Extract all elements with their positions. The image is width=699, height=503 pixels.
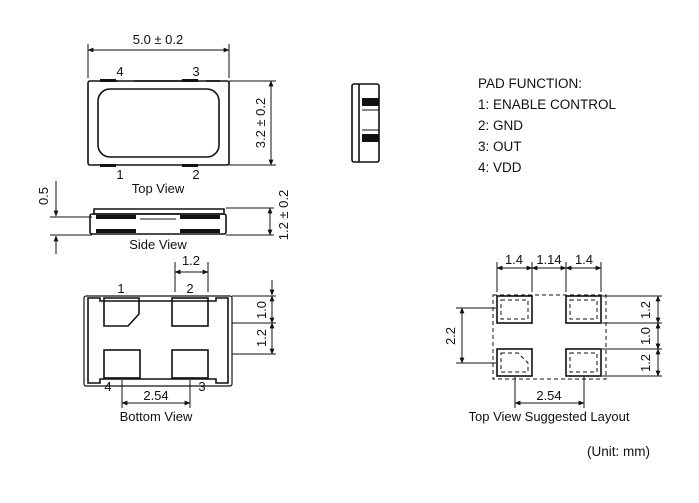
end-view bbox=[351, 83, 380, 163]
pad-function-item-1: 1: ENABLE CONTROL bbox=[478, 97, 617, 112]
bottom-pad-height2-dim: 1.2 bbox=[254, 329, 269, 347]
top-pin-1: 1 bbox=[116, 167, 123, 182]
bottom-pad-3 bbox=[171, 349, 209, 379]
top-height-dim: 3.2 ± 0.2 bbox=[253, 98, 268, 149]
top-pin-3: 3 bbox=[192, 64, 199, 79]
bottom-body-edge bbox=[83, 295, 233, 387]
bottom-pin-2: 2 bbox=[186, 281, 193, 296]
bottom-view-caption: Bottom View bbox=[120, 409, 193, 424]
bottom-view: 1.2 1 2 4 3 1.0 1.2 2.54 Bottom View bbox=[83, 253, 276, 424]
top-body-outline bbox=[87, 80, 230, 166]
pad-function-item-3: 3: OUT bbox=[478, 139, 522, 154]
unit-note: (Unit: mm) bbox=[587, 444, 650, 459]
bottom-pad-1 bbox=[103, 297, 140, 327]
pad-function-item-4: 4: VDD bbox=[478, 160, 522, 175]
layout-pad-1 bbox=[496, 348, 533, 377]
bottom-pad-height-dim: 1.0 bbox=[254, 301, 269, 319]
bottom-body-outline bbox=[87, 297, 229, 384]
layout-dim-3: 1.4 bbox=[575, 252, 593, 267]
layout-dim-right-2: 1.0 bbox=[638, 327, 653, 345]
side-view: 0.5 1.2 ± 0.2 Side View bbox=[36, 181, 291, 254]
layout-dim-right-3: 1.2 bbox=[638, 354, 653, 372]
bottom-pad-width-dim: 1.2 bbox=[182, 253, 200, 268]
end-pad-bottom bbox=[362, 134, 379, 142]
top-view-caption: Top View bbox=[132, 181, 185, 196]
pad-function-title: PAD FUNCTION: bbox=[478, 76, 582, 91]
layout-pad-4 bbox=[496, 295, 533, 324]
end-pad-top bbox=[362, 98, 379, 106]
bottom-pitch-dim: 2.54 bbox=[143, 388, 168, 403]
side-body bbox=[89, 213, 227, 235]
pad-function-item-2: 2: GND bbox=[478, 118, 523, 133]
side-height-dim: 1.2 ± 0.2 bbox=[276, 190, 291, 241]
layout-caption: Top View Suggested Layout bbox=[469, 409, 630, 424]
side-gap-dim: 0.5 bbox=[36, 187, 51, 205]
bottom-pin-3: 3 bbox=[198, 379, 205, 394]
layout-dim-2: 1.14 bbox=[536, 252, 561, 267]
pad-function-list: PAD FUNCTION: 1: ENABLE CONTROL 2: GND 3… bbox=[478, 76, 617, 175]
layout-dim-left: 2.2 bbox=[443, 327, 458, 345]
layout-pad-2 bbox=[565, 348, 602, 377]
bottom-pad-4 bbox=[103, 349, 141, 379]
top-width-dim: 5.0 ± 0.2 bbox=[133, 32, 184, 47]
top-pin-2: 2 bbox=[192, 167, 199, 182]
layout-pad-3 bbox=[565, 295, 602, 324]
end-body bbox=[351, 83, 380, 163]
layout-dim-right-1: 1.2 bbox=[638, 301, 653, 319]
top-lid bbox=[97, 88, 220, 158]
layout-dim-1: 1.4 bbox=[505, 252, 523, 267]
bottom-pad-2 bbox=[171, 297, 209, 327]
side-view-caption: Side View bbox=[129, 237, 187, 252]
bottom-pin-1: 1 bbox=[117, 281, 124, 296]
layout-package-outline bbox=[492, 294, 607, 380]
suggested-layout: 1.4 1.14 1.4 2.2 1.2 1.0 1.2 2.5 bbox=[443, 252, 662, 424]
top-pin-4: 4 bbox=[116, 64, 123, 79]
top-view: 5.0 ± 0.2 3.2 ± 0.2 4 3 1 2 Top View bbox=[87, 32, 276, 196]
layout-pitch-dim: 2.54 bbox=[536, 388, 561, 403]
bottom-pin-4: 4 bbox=[104, 379, 111, 394]
